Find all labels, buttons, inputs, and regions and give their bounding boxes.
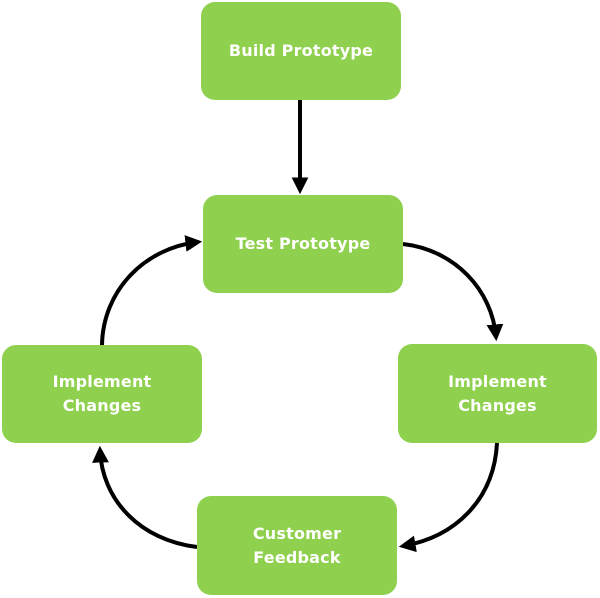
implement-changes-right-label: Implement Changes bbox=[448, 371, 547, 415]
customer-feedback-node: Customer Feedback bbox=[197, 496, 397, 595]
build-prototype-node: Build Prototype bbox=[201, 2, 401, 100]
test-prototype-node: Test Prototype bbox=[203, 195, 403, 293]
arrow-implement-right-to-feedback bbox=[398, 442, 499, 553]
build-prototype-label: Build Prototype bbox=[228, 41, 374, 60]
customer-feedback-label: Customer Feedback bbox=[252, 523, 342, 567]
implement-changes-right-node: Implement Changes bbox=[398, 344, 597, 443]
test-prototype-label: Test Prototype bbox=[235, 234, 371, 253]
implement-changes-left-label: Implement Changes bbox=[52, 372, 152, 415]
arrow-feedback-to-implement-left bbox=[92, 445, 198, 549]
arrow-test-to-implement-right bbox=[402, 242, 504, 342]
arrow-implement-left-to-test bbox=[100, 235, 203, 346]
implement-changes-left-node: Implement Changes bbox=[2, 345, 202, 443]
